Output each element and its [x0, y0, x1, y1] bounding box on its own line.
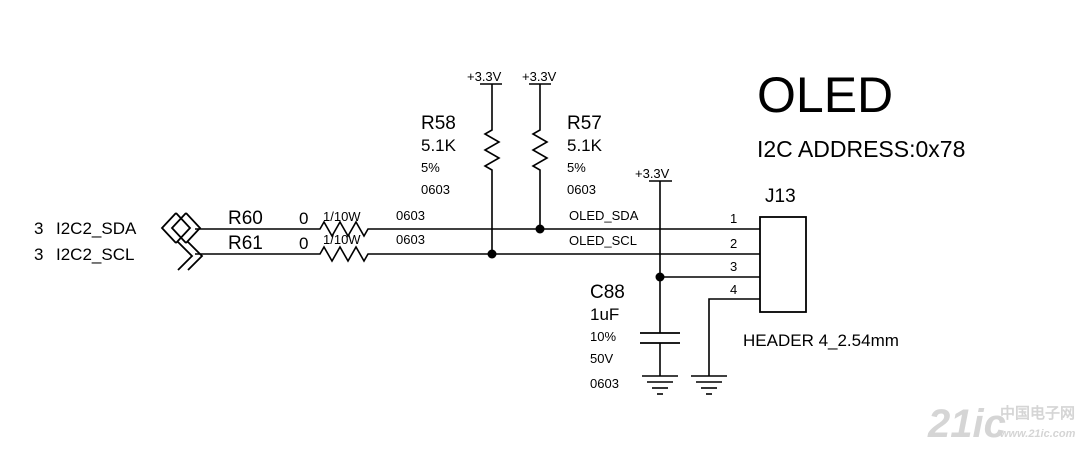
c88-ground-icon [642, 375, 678, 395]
watermark-logo: 21ic [927, 402, 1006, 446]
r57-package: 0603 [567, 182, 596, 197]
r57-tolerance: 5% [567, 160, 586, 175]
port-sda-number: 3 [34, 219, 43, 238]
port-sda-name: I2C2_SDA [56, 219, 137, 238]
watermark-url: www.21ic.com [1000, 428, 1076, 440]
j13-pin-3: 3 [730, 259, 737, 274]
page-title: OLED [757, 67, 893, 123]
r60-ref: R60 [228, 208, 263, 229]
r58-package: 0603 [421, 182, 450, 197]
pin4-wire [708, 298, 760, 376]
r58-body [483, 84, 501, 254]
net-label-scl: OLED_SCL [569, 233, 637, 248]
r57-rail-label: +3.3V [522, 69, 557, 84]
watermark-cn: 中国电子网 [1000, 404, 1075, 422]
vcc-rail: +3.3V [635, 166, 760, 333]
r58-rail-label: +3.3V [467, 69, 502, 84]
c88-package: 0603 [590, 376, 619, 391]
pin4-ground-icon [691, 375, 727, 395]
r58-ref: R58 [421, 113, 456, 134]
c88-value: 1uF [590, 305, 619, 324]
r60-package: 0603 [396, 208, 425, 223]
r58-value: 5.1K [421, 136, 457, 155]
c88-ref: C88 [590, 282, 625, 303]
sda-net-wire [195, 220, 760, 238]
r57-value: 5.1K [567, 136, 603, 155]
j13-pin-4: 4 [730, 282, 737, 297]
j13-body [759, 216, 807, 313]
j13-ref: J13 [765, 186, 796, 207]
bidirectional-port-symbol [160, 212, 202, 244]
r60-power: 1/10W [323, 209, 361, 224]
c88-voltage: 50V [590, 351, 613, 366]
r57-body [531, 84, 549, 229]
c88-tolerance: 10% [590, 329, 616, 344]
port-sda: 3 I2C2_SDA [34, 212, 202, 244]
r58-tolerance: 5% [421, 160, 440, 175]
vcc-rail-label: +3.3V [635, 166, 670, 181]
r58-junction [487, 249, 497, 259]
r61-package: 0603 [396, 232, 425, 247]
watermark: 21ic 中国电子网 www.21ic.com [927, 402, 1076, 446]
j13-pin-1: 1 [730, 211, 737, 226]
port-scl-name: I2C2_SCL [56, 245, 134, 264]
page-subtitle: I2C ADDRESS:0x78 [757, 136, 965, 162]
j13-pin-2: 2 [730, 236, 737, 251]
r61-ref: R61 [228, 233, 263, 254]
input-port-symbol [177, 241, 204, 271]
pin4-ground [691, 298, 760, 395]
r61-value: 0 [299, 234, 308, 253]
r57-junction [535, 224, 545, 234]
r61-power: 1/10W [323, 232, 361, 247]
j13-description: HEADER 4_2.54mm [743, 331, 899, 350]
port-scl: 3 I2C2_SCL [34, 241, 204, 271]
resistor-r60: R60 0 1/10W 0603 [195, 208, 760, 238]
connector-j13: J13 1 2 3 4 HEADER 4_2.54mm [730, 186, 899, 350]
vcc-junction [655, 272, 665, 282]
capacitor-c88: C88 1uF 10% 50V 0603 [590, 282, 680, 395]
resistor-r57: +3.3V R57 5.1K 5% 0603 [522, 69, 603, 234]
r57-ref: R57 [567, 113, 602, 134]
net-label-sda: OLED_SDA [569, 208, 639, 223]
r60-value: 0 [299, 209, 308, 228]
scl-net-wire [195, 245, 760, 263]
resistor-r58: +3.3V R58 5.1K 5% 0603 [421, 69, 502, 259]
port-scl-number: 3 [34, 245, 43, 264]
resistor-r61: R61 0 1/10W 0603 [195, 232, 760, 263]
